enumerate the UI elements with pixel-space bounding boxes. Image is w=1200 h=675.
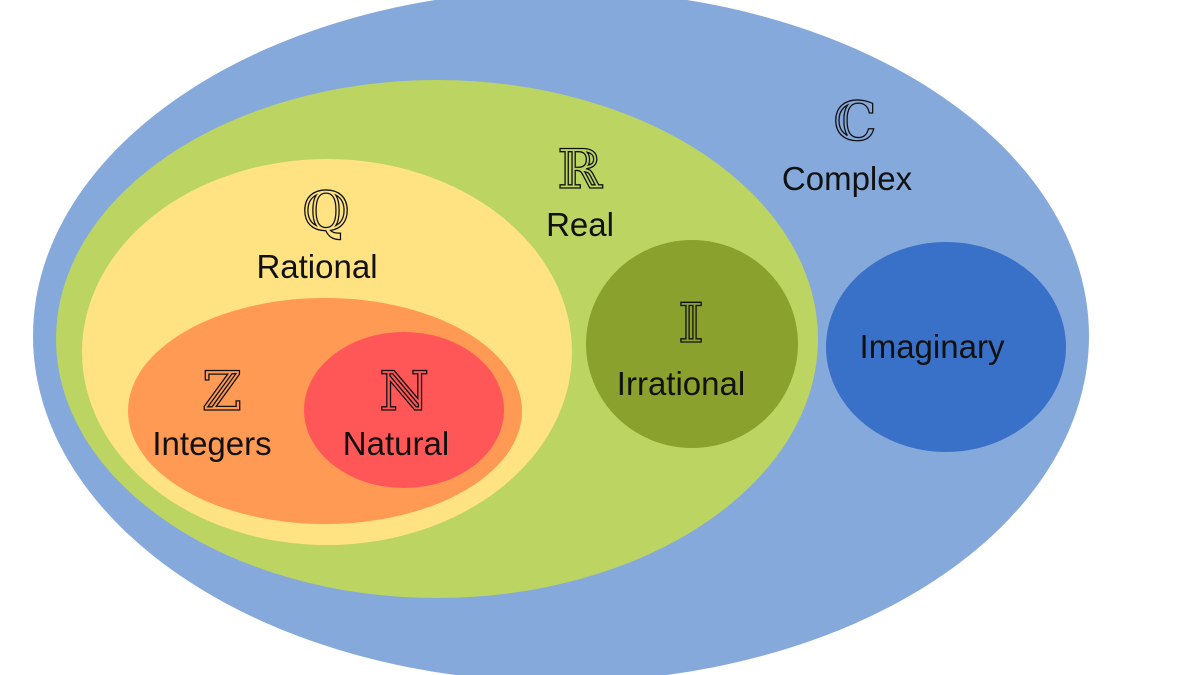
rational-symbol: ℚ [302,180,349,243]
complex-symbol: ℂ [834,90,877,153]
imaginary-set-region [826,242,1066,452]
irrational-set-region [586,240,798,448]
imaginary-label: Imaginary [860,328,1005,365]
natural-symbol: ℕ [379,360,428,423]
irrational-label: Irrational [617,365,745,402]
real-symbol: ℝ [558,138,604,201]
complex-label: Complex [782,160,913,197]
natural-label: Natural [343,425,449,462]
integers-label: Integers [152,425,271,462]
real-label: Real [546,206,614,243]
rational-label: Rational [256,248,377,285]
integers-symbol: ℤ [202,360,241,423]
natural-set-region [304,332,504,488]
irrational-symbol: 𝕀 [678,292,703,355]
